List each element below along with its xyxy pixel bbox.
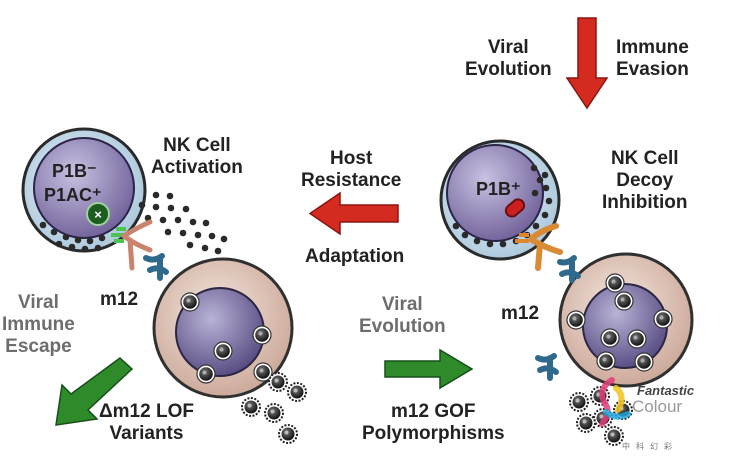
right-nk-cell bbox=[439, 139, 561, 261]
right-cell-title: NK Cell Decoy Inhibition bbox=[602, 148, 688, 213]
viral-evolution-label: Viral Evolution bbox=[359, 294, 446, 337]
right-receptor bbox=[515, 223, 581, 381]
right-infected-cell bbox=[558, 252, 694, 388]
left-cell-marker-2: P1AC⁺ bbox=[44, 185, 102, 205]
immune-evasion-arrow bbox=[565, 17, 609, 110]
host-resistance-arrow bbox=[308, 191, 399, 236]
right-m12-label: m12 bbox=[501, 303, 540, 324]
host-resistance-label: Host Resistance bbox=[301, 148, 402, 191]
left-cell-marker-1: P1B⁻ bbox=[52, 161, 97, 181]
left-receptor bbox=[111, 219, 169, 281]
top-left-label: Viral Evolution bbox=[465, 37, 552, 80]
left-m12-label: m12 bbox=[100, 289, 139, 310]
left-nk-cell: × bbox=[21, 127, 147, 253]
watermark-brand-top: Fantastic bbox=[637, 383, 695, 398]
watermark-brand-bottom: Colour bbox=[632, 397, 683, 416]
svg-text:×: × bbox=[94, 207, 102, 222]
gof-polymorphisms-label: m12 GOF Polymorphisms bbox=[362, 401, 505, 444]
watermark-chinese: 中科幻彩 bbox=[622, 442, 678, 451]
watermark-logo bbox=[599, 377, 631, 427]
top-right-label: Immune Evasion bbox=[616, 37, 689, 80]
immune-escape-arrow bbox=[55, 357, 134, 426]
lof-variants-label: Δm12 LOF Variants bbox=[99, 401, 194, 444]
viral-immune-escape-label: Viral Immune Escape bbox=[2, 292, 75, 357]
adaptation-label: Adaptation bbox=[305, 246, 405, 267]
left-cell-title: NK Cell Activation bbox=[151, 135, 243, 178]
viral-evolution-arrow bbox=[384, 348, 474, 390]
right-cell-marker: P1B⁺ bbox=[476, 179, 521, 199]
left-infected-cell bbox=[152, 257, 294, 399]
